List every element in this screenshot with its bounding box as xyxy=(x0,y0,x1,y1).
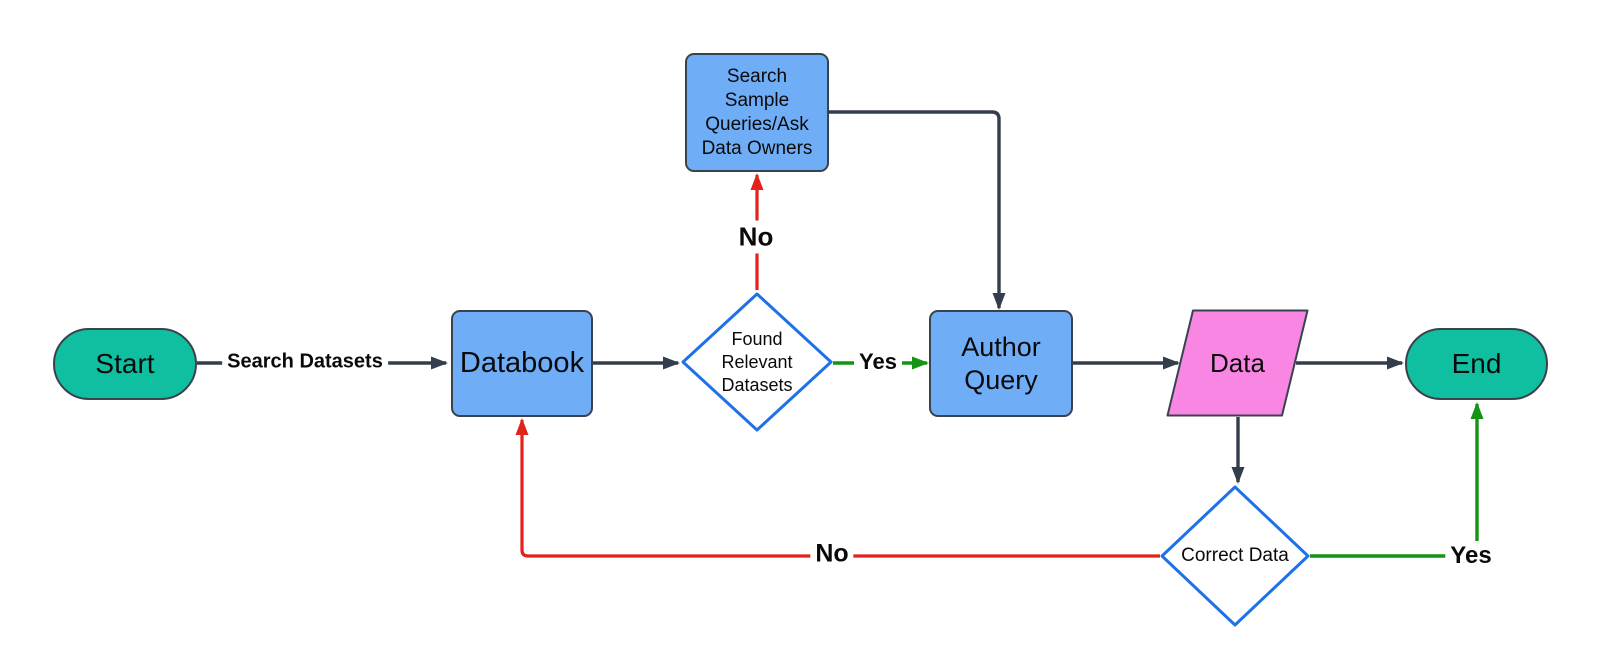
node-correct-data-label: Correct Data xyxy=(1181,545,1289,566)
node-databook-label: Databook xyxy=(459,347,585,379)
node-author-query: Author Query xyxy=(929,310,1073,417)
decision-diamond-shape xyxy=(1160,485,1310,627)
edge-label-no-bottom: No xyxy=(810,538,854,570)
data-parallelogram-shape xyxy=(1166,309,1309,417)
node-databook: Databook xyxy=(451,310,593,417)
label-line: Found xyxy=(731,328,783,349)
node-start: Start xyxy=(53,328,197,400)
node-data: Data xyxy=(1166,309,1309,417)
label-line: Query xyxy=(964,364,1038,395)
node-start-label: Start xyxy=(95,348,155,379)
edge-label-yes-top: Yes xyxy=(854,348,902,376)
node-correct-data: Correct Data xyxy=(1160,485,1310,627)
node-data-label: Data xyxy=(1210,347,1265,378)
edge-search-sample-to-author-query xyxy=(829,110,1006,310)
decision-diamond-shape xyxy=(681,292,833,432)
label-line: Data Owners xyxy=(701,137,813,159)
edge-label-search-datasets: Search Datasets xyxy=(222,349,388,375)
node-end: End xyxy=(1405,328,1548,400)
label-line: Sample xyxy=(724,89,790,111)
edge-correct-yes-to-end xyxy=(1310,402,1484,558)
node-end-label: End xyxy=(1451,348,1502,379)
edge-label-no-top: No xyxy=(733,220,779,254)
edge-label-yes-bottom: Yes xyxy=(1445,541,1497,571)
label-line: Author xyxy=(961,331,1041,362)
node-search-sample-queries: Search Sample Queries/Ask Data Owners xyxy=(685,53,829,172)
label-line: Search xyxy=(726,65,788,87)
label-line: Queries/Ask xyxy=(705,113,809,135)
node-found-relevant-label: Found Relevant Datasets xyxy=(721,328,792,397)
node-author-query-label: Author Query xyxy=(961,331,1041,397)
node-search-sample-label: Search Sample Queries/Ask Data Owners xyxy=(702,65,813,161)
node-found-relevant-datasets: Found Relevant Datasets xyxy=(681,292,833,432)
label-line: Relevant xyxy=(721,351,793,372)
edge-correct-no-to-databook xyxy=(515,418,1160,558)
label-line: Datasets xyxy=(721,374,793,395)
